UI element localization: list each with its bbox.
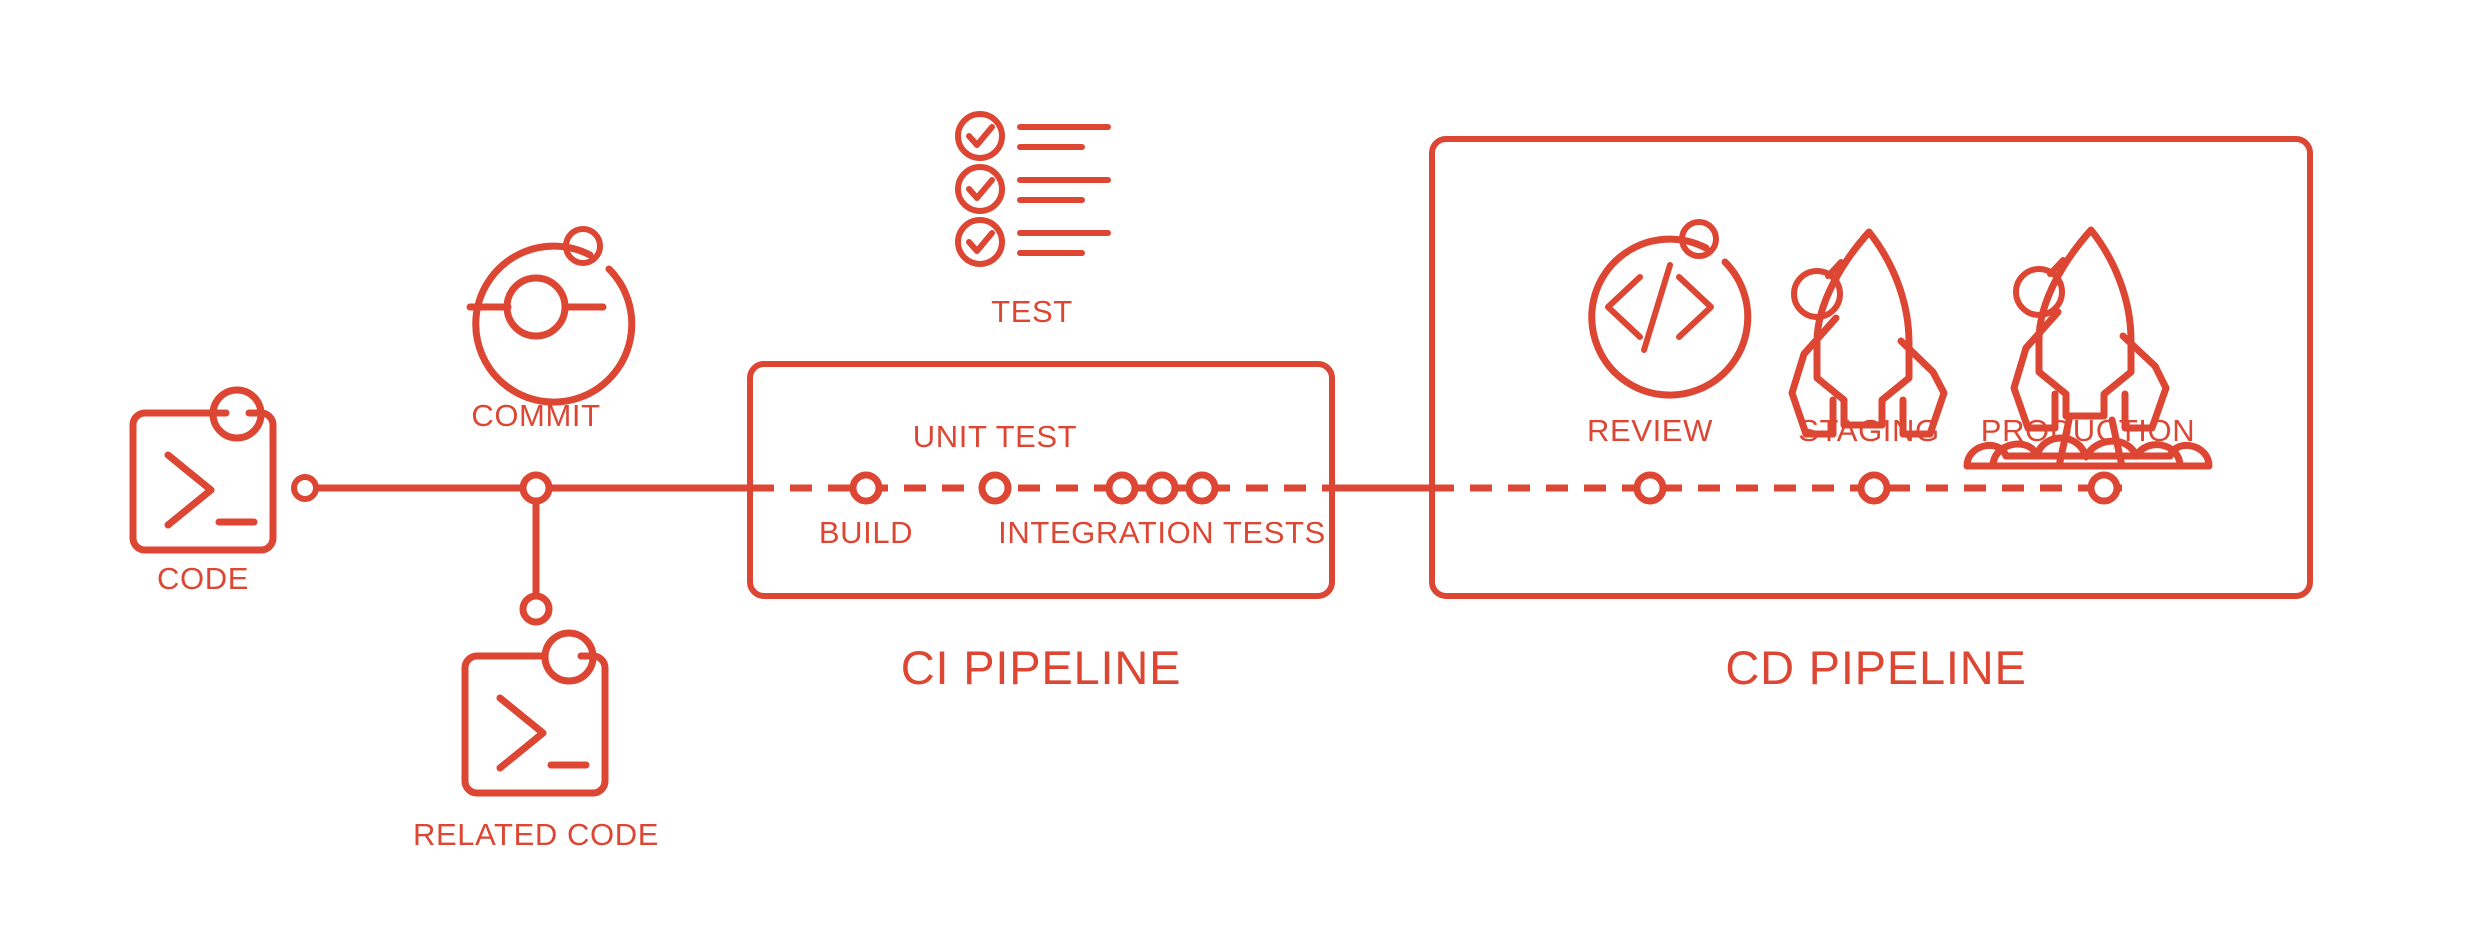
rocket-body: [2035, 226, 2135, 420]
check-mark-2: [966, 177, 995, 201]
ci-node-unit-test[interactable]: [978, 471, 1012, 505]
related-code-node-circle: [541, 629, 597, 685]
rocket-fin-right: [1897, 337, 1948, 438]
staging-stage[interactable]: STAGING: [1788, 228, 1948, 448]
ci-node-integration-2[interactable]: [1145, 471, 1179, 505]
rail-node-commit[interactable]: [519, 471, 553, 505]
check-circle-1: [955, 111, 1005, 161]
review-orbit-node: [1679, 219, 1719, 259]
test-label: TEST: [991, 294, 1073, 329]
prompt-chevron-icon: [496, 694, 547, 772]
left-bracket-icon: [1605, 274, 1643, 340]
related-code-label: RELATED CODE: [413, 817, 659, 852]
cd-node-label-review: REVIEW: [1587, 413, 1713, 448]
rocket-porthole-connector: [1825, 259, 1844, 279]
commit-label: COMMIT: [471, 398, 600, 433]
ci-node-label-unit-test: UNIT TEST: [913, 419, 1077, 454]
review-outer-ring: [1588, 235, 1752, 399]
check-circle-3: [955, 217, 1005, 267]
rocket-fin-left: [1788, 314, 1840, 438]
check-mark-1: [966, 124, 995, 148]
code-brackets-circle-icon: [1588, 219, 1752, 399]
cd-pipeline-box: [1429, 136, 2313, 599]
rail-node-origin[interactable]: [291, 474, 319, 502]
cd-node-production[interactable]: [2087, 471, 2121, 505]
rocket-fin-right: [2119, 332, 2170, 432]
smoke-cloud-bottom: [1963, 442, 2213, 470]
commit-center-circle: [503, 274, 569, 340]
check-mark-3: [966, 230, 995, 254]
rocket-porthole: [2013, 266, 2065, 318]
rocket-icon: [1788, 228, 1948, 438]
commit-orbit-node: [563, 226, 603, 266]
rocket-launch-icon: [1963, 226, 2213, 470]
cd-node-staging[interactable]: [1857, 471, 1891, 505]
prompt-chevron-icon: [164, 451, 215, 529]
rocket-fin-left: [2010, 308, 2062, 432]
slash-icon: [1641, 262, 1673, 353]
test-stage[interactable]: TEST: [955, 111, 1111, 329]
cd-pipeline-title: CD PIPELINE: [1725, 641, 2026, 694]
cd-pipeline-group[interactable]: REVIEW STAGING: [1429, 136, 2313, 694]
code-label: CODE: [157, 561, 249, 596]
ci-node-build[interactable]: [849, 471, 883, 505]
terminal-code-icon: [461, 629, 609, 797]
rail-node-related-code[interactable]: [519, 592, 553, 626]
commit-node-icon: [466, 226, 636, 406]
terminal-code-icon: [129, 386, 277, 554]
cd-node-label-staging: STAGING: [1798, 413, 1939, 448]
rocket-body: [1813, 228, 1913, 429]
ci-node-integration-1[interactable]: [1105, 471, 1139, 505]
code-stage[interactable]: CODE: [129, 386, 277, 596]
ci-pipeline-box: [747, 361, 1335, 599]
ci-node-label-build: BUILD: [819, 515, 913, 550]
rocket-porthole-connector: [2047, 257, 2066, 277]
related-code-stage[interactable]: RELATED CODE: [413, 629, 659, 852]
review-stage[interactable]: REVIEW: [1587, 219, 1752, 448]
ci-pipeline-title: CI PIPELINE: [901, 641, 1181, 694]
production-stage[interactable]: PRODUCTION: [1963, 226, 2213, 470]
checklist-icon: [955, 111, 1111, 267]
check-circle-2: [955, 164, 1005, 214]
ci-pipeline-group[interactable]: UNIT TEST BUILD INTEGRATION TESTS CI PIP…: [747, 361, 1335, 694]
right-bracket-icon: [1676, 274, 1714, 340]
commit-outer-ring: [472, 242, 636, 406]
cd-node-review[interactable]: [1633, 471, 1667, 505]
rocket-porthole: [1791, 268, 1843, 320]
commit-stage[interactable]: COMMIT: [466, 226, 636, 433]
ci-node-label-integration-tests: INTEGRATION TESTS: [998, 515, 1326, 550]
code-node-circle: [209, 386, 265, 442]
cd-node-label-production: PRODUCTION: [1981, 413, 2195, 448]
ci-node-integration-3[interactable]: [1185, 471, 1219, 505]
